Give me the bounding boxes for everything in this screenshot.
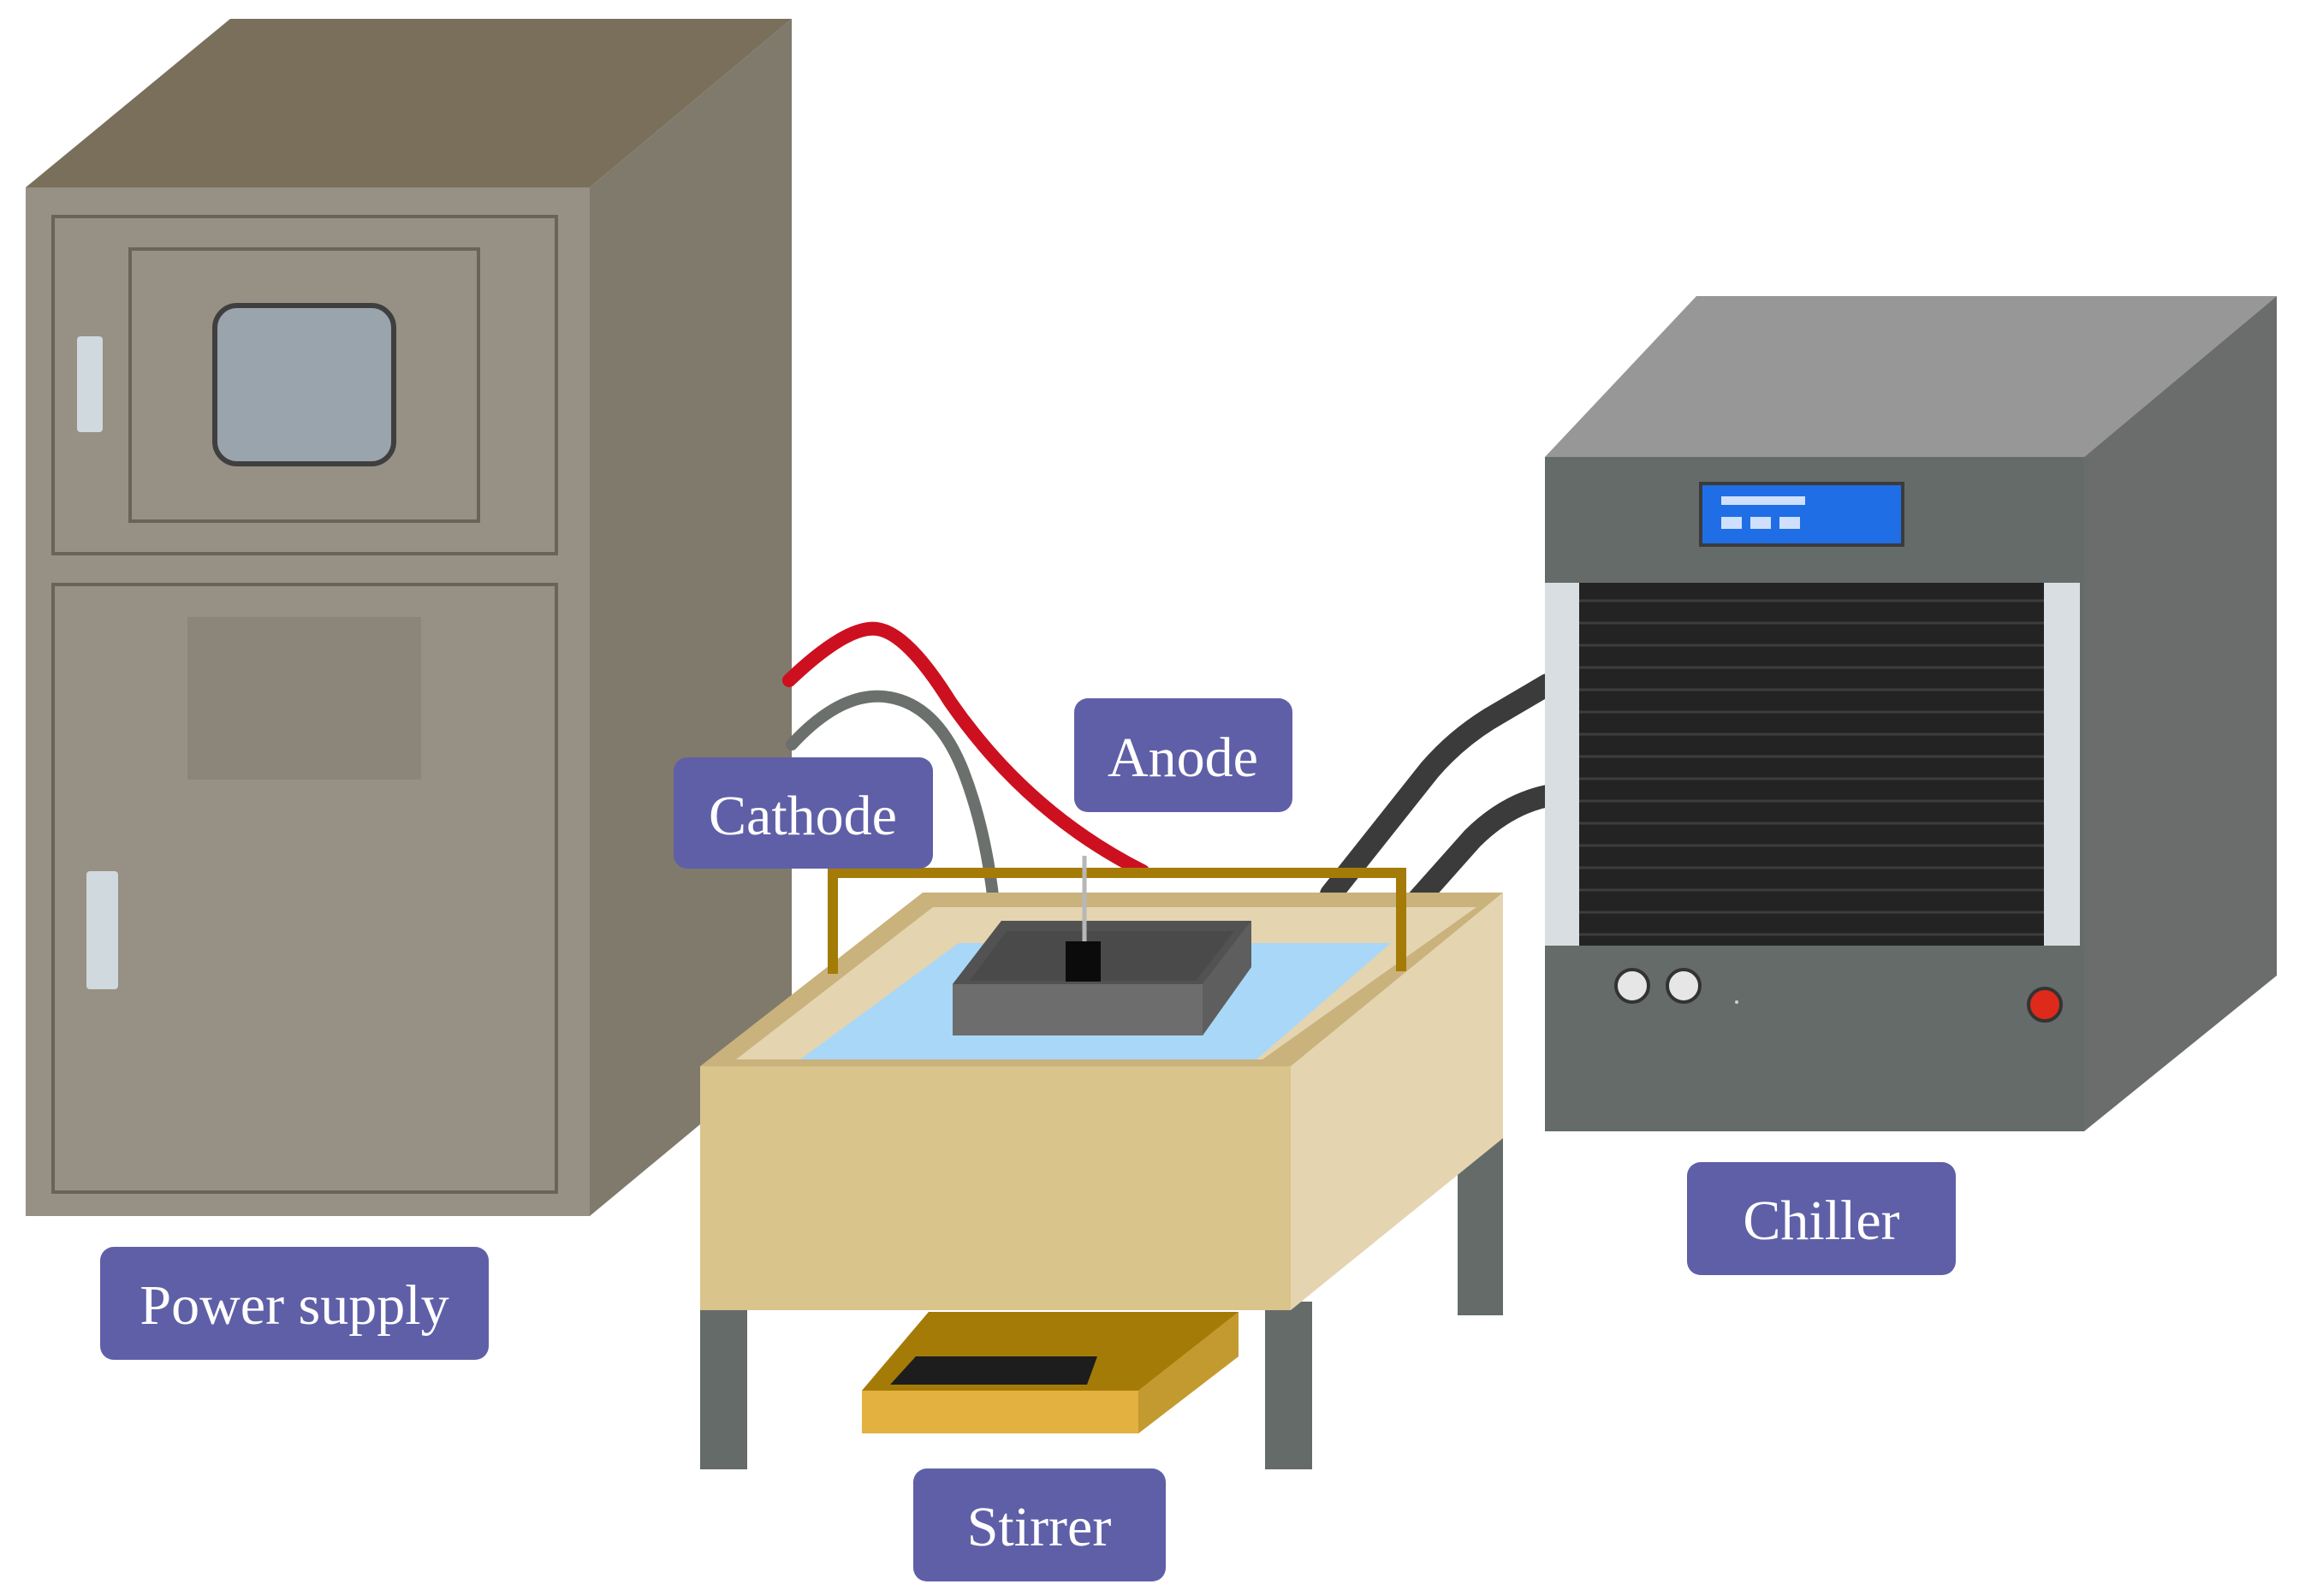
label-chiller: Chiller xyxy=(1687,1162,1956,1275)
label-anode: Anode xyxy=(1074,698,1292,812)
label-anode-text: Anode xyxy=(1108,727,1258,789)
label-stirrer: Stirrer xyxy=(913,1468,1166,1581)
label-power-supply: Power supply xyxy=(100,1247,489,1360)
chiller-unit-icon xyxy=(1545,296,2277,1131)
power-supply-cabinet-icon xyxy=(26,19,792,1216)
label-chiller-text: Chiller xyxy=(1743,1190,1899,1252)
chiller-hoses xyxy=(1320,673,1559,927)
magnetic-stirrer-icon xyxy=(862,1312,1239,1433)
chiller-vent-lines xyxy=(1579,599,2044,936)
label-cathode: Cathode xyxy=(674,757,933,869)
label-power-supply-text: Power supply xyxy=(140,1274,449,1337)
electrode-frame xyxy=(828,868,1406,974)
cathode-wire xyxy=(786,690,1003,956)
sample-tray xyxy=(953,856,1251,1035)
label-cathode-text: Cathode xyxy=(709,785,897,847)
label-stirrer-text: Stirrer xyxy=(967,1496,1112,1558)
anode-wire xyxy=(782,621,1150,878)
